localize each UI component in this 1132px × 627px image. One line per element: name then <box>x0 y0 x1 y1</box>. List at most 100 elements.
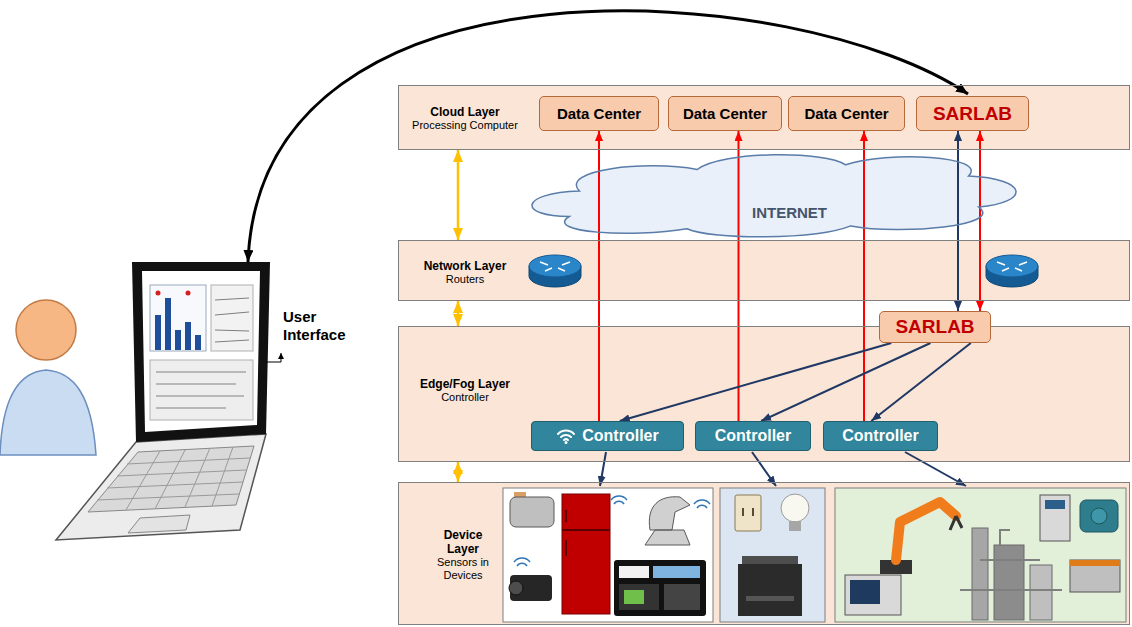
chart-bar <box>185 322 191 350</box>
screen-panel <box>150 360 253 420</box>
internet-cloud: INTERNET <box>518 146 1030 240</box>
band-fill <box>398 85 1130 150</box>
layer-label-holder: Network LayerRouters <box>403 259 527 286</box>
controller-box: Controller <box>531 421 684 451</box>
sarlab-box: SARLAB <box>916 96 1029 131</box>
box-content: Data Center <box>557 105 641 122</box>
box-content: Controller <box>715 427 791 445</box>
layer-label-holder: Device LayerSensors in Devices <box>426 528 500 582</box>
weather-display <box>619 566 649 578</box>
box-label: Controller <box>842 427 918 445</box>
weather-station <box>614 560 706 616</box>
user-link-arrow <box>248 11 968 262</box>
layer-band: Device LayerSensors in Devices <box>398 482 1130 625</box>
toaster <box>510 497 554 527</box>
industrial-panel <box>835 488 1126 622</box>
chart-bar <box>155 315 161 350</box>
printer <box>738 564 802 616</box>
screen-chart <box>150 285 206 351</box>
camcorder <box>510 575 552 601</box>
home-electrics-panel <box>720 488 825 622</box>
controller-box: Controller <box>823 421 938 451</box>
box-label: Controller <box>715 427 791 445</box>
layer-name: Cloud Layer <box>403 105 527 119</box>
device-link-arrow <box>905 452 966 486</box>
box-label: Data Center <box>557 105 641 122</box>
band-fill <box>398 326 1130 462</box>
device-panel <box>503 488 713 622</box>
device-panel <box>720 488 825 622</box>
weather-display <box>624 590 644 604</box>
drive-display <box>1045 500 1065 509</box>
weather-display <box>664 584 700 610</box>
plant-tower <box>972 528 988 620</box>
router-top <box>986 255 1038 277</box>
router-icon <box>529 255 581 287</box>
laptop-screen <box>132 262 270 442</box>
layer-label-holder: Edge/Fog LayerController <box>403 377 527 404</box>
weather-display <box>619 584 659 610</box>
layer-label-holder: Cloud LayerProcessing Computer <box>403 105 527 132</box>
layer-subtitle: Routers <box>403 273 527 286</box>
connector <box>457 462 460 482</box>
user-body <box>0 370 96 455</box>
layer-band: Cloud LayerProcessing Computer Data Cente… <box>398 85 1130 150</box>
plc <box>1070 560 1120 592</box>
wifi-waves <box>558 431 574 440</box>
plc-strip <box>1070 560 1120 566</box>
mixer <box>645 497 690 545</box>
box-content: Data Center <box>804 105 888 122</box>
variable-drive <box>1040 495 1070 541</box>
data-center-box: Data Center <box>668 96 782 131</box>
device-link-arrow <box>752 452 776 486</box>
wifi-symbol <box>694 500 710 508</box>
plant-tank <box>1030 565 1052 620</box>
device-panel <box>835 488 1126 622</box>
cloud-label-holder: INTERNET <box>752 204 827 222</box>
connector <box>871 343 971 421</box>
screen-panel <box>211 285 253 351</box>
box-content: SARLAB <box>933 103 1012 125</box>
robot-arm <box>896 502 956 560</box>
screen-plot <box>215 298 249 342</box>
layer-name: Edge/Fog Layer <box>403 377 527 391</box>
connector <box>457 150 460 240</box>
bulb-base <box>789 521 801 531</box>
user-head <box>16 300 76 360</box>
laptop-base <box>56 434 266 540</box>
layer-band: Network LayerRouters <box>398 240 1130 301</box>
connector <box>598 131 600 421</box>
wifi-dot <box>565 441 568 444</box>
connector <box>738 131 740 421</box>
chart-dot <box>186 291 191 296</box>
router-arrows <box>997 262 1027 271</box>
cloud-outline <box>518 146 1030 240</box>
wall-outlet <box>735 495 761 531</box>
device-link-arrow <box>600 452 606 486</box>
laptop-touchpad <box>128 515 190 533</box>
layer-band: Edge/Fog LayerControllerSARLABController… <box>398 326 1130 462</box>
connector <box>761 343 930 421</box>
box-label: Controller <box>582 427 658 445</box>
box-label: Data Center <box>683 105 767 122</box>
oscilloscope-screen <box>850 580 880 604</box>
cloud-fill <box>532 155 1016 237</box>
connector <box>957 131 959 311</box>
layer-subtitle: Sensors in Devices <box>426 556 500 582</box>
box-label: SARLAB <box>933 103 1012 125</box>
box-content: Data Center <box>683 105 767 122</box>
box-content: SARLAB <box>895 316 974 338</box>
weather-display <box>653 566 700 578</box>
printer-slot <box>746 596 794 601</box>
home-appliances-panel <box>503 488 713 622</box>
screen-lines <box>156 372 246 408</box>
router-arrows <box>540 262 570 271</box>
wifi-symbol <box>611 496 627 504</box>
chart-bar <box>175 330 181 350</box>
leader-line <box>266 353 281 362</box>
box-label: SARLAB <box>895 316 974 338</box>
layer-name: Network Layer <box>403 259 527 273</box>
connector <box>979 131 981 311</box>
keyboard-keys <box>97 447 250 510</box>
